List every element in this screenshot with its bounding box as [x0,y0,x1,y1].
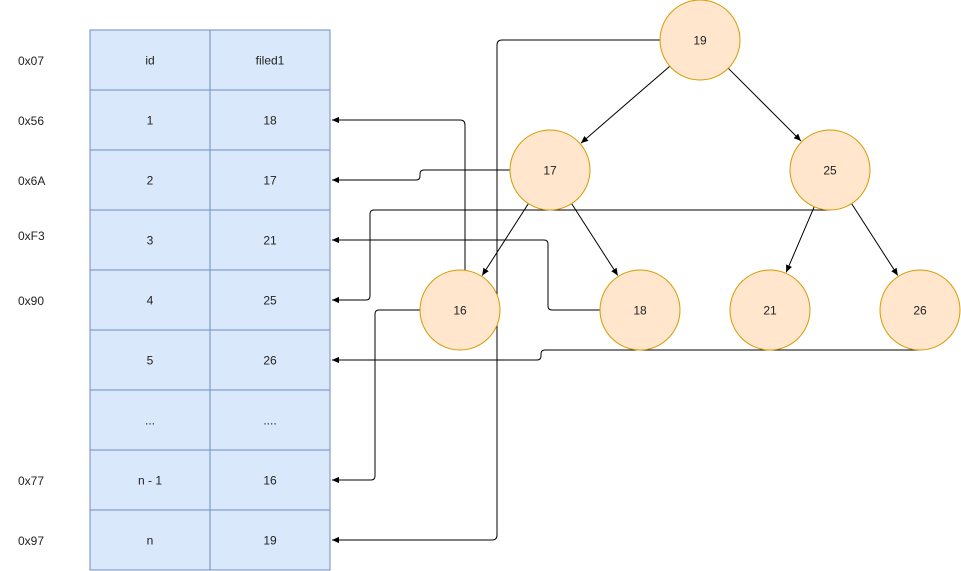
table-cell-id: n [147,534,154,548]
tree-node-label: 21 [763,304,777,318]
table-cell [209,209,331,271]
tree-node-16: 16 [419,269,501,351]
tree-edge-n17-n16 [481,203,529,276]
table-cell [209,149,331,211]
table-cell [209,449,331,511]
address-label: 0x6A [18,174,45,188]
table-cell [209,269,331,331]
table-cell-id: ... [145,414,155,428]
table-cell [209,389,331,451]
table-cell-id: 3 [147,234,154,248]
tree-node-19: 19 [659,0,741,81]
table-cell-field: .... [263,414,276,428]
tree-node-label: 16 [453,304,467,318]
address-label: 0xF3 [18,229,45,243]
table-cell-field: 26 [263,354,277,368]
table-cell-field: 17 [263,174,277,188]
table-cell-id: 4 [147,294,154,308]
address-label: 0x90 [18,294,44,308]
pointer-16-to-row-1 [332,116,466,270]
tree-node-label: 26 [913,304,927,318]
table-row: 2 17 [89,149,331,211]
tree-edge-n19-n25 [727,67,802,142]
tree-node-circle [509,129,591,211]
table-header-cell [209,29,331,91]
tree-nodes: 19 17 25 16 18 21 26 [419,0,961,351]
tree-node-17: 17 [509,129,591,211]
pointer-16-to-row-n-1 [332,309,420,484]
table-row: 3 21 [89,209,331,271]
table-row: 5 26 [89,329,331,391]
tree-node-circle [419,269,501,351]
tree-edge-n17-n18 [571,203,619,276]
pointer-connectors [332,39,920,544]
table-cell [89,389,211,451]
table-row: 1 18 [89,89,331,151]
tree-node-label: 18 [633,304,647,318]
table-cell-field: 18 [263,114,277,128]
table-cell [209,329,331,391]
pointer-18-to-row-3 [332,236,600,311]
pointer-17-to-row-2 [332,169,510,184]
tree-node-18: 18 [599,269,681,351]
table-cell [89,509,211,571]
tree-node-circle [879,269,961,351]
table-row: ... .... [89,389,331,451]
address-label: 0x56 [18,114,44,128]
address-label: 0x97 [18,534,44,548]
tree-edges [481,65,899,276]
table-header-cell [89,29,211,91]
table-cell-field: 19 [263,534,277,548]
table-cell [209,89,331,151]
table-row: n 19 [89,509,331,571]
table-cell-id: 2 [147,174,154,188]
tree-node-circle [789,129,871,211]
tree-edge-n19-n17 [580,65,671,144]
data-table: id filed1 1 18 2 17 3 21 4 25 [89,29,331,571]
pointer-26-to-row-5 [332,349,920,364]
table-row: n - 1 16 [89,449,331,511]
tree-node-26: 26 [879,269,961,351]
tree-node-circle [659,0,741,81]
pointer-19-to-row-n [332,39,660,544]
tree-node-label: 19 [693,34,707,48]
pointer-25-to-row-4 [332,209,830,304]
table-header-field: filed1 [256,54,285,68]
table-cell [209,509,331,571]
tree-node-label: 17 [543,164,557,178]
tree-edge-n25-n26 [851,203,899,276]
address-labels: 0x07 0x56 0x6A 0xF3 0x90 0x77 0x97 [18,54,45,548]
table-cell-id: 5 [147,354,154,368]
tree-node-25: 25 [789,129,871,211]
tree-node-circle [599,269,681,351]
table-cell-field: 21 [263,234,277,248]
tree-node-circle [729,269,811,351]
address-label: 0x77 [18,474,44,488]
tree-node-21: 21 [729,269,811,351]
tree-node-label: 25 [823,164,837,178]
table-header-id: id [145,54,154,68]
table-cell-id: 1 [147,114,154,128]
table-cell-field: 16 [263,474,277,488]
tree-edge-n25-n21 [785,206,815,273]
table-cell [89,89,211,151]
address-label-header: 0x07 [18,54,44,68]
table-row: 4 25 [89,269,331,331]
table-cell-id: n - 1 [138,474,162,488]
table-cell [89,149,211,211]
table-cell-field: 25 [263,294,277,308]
